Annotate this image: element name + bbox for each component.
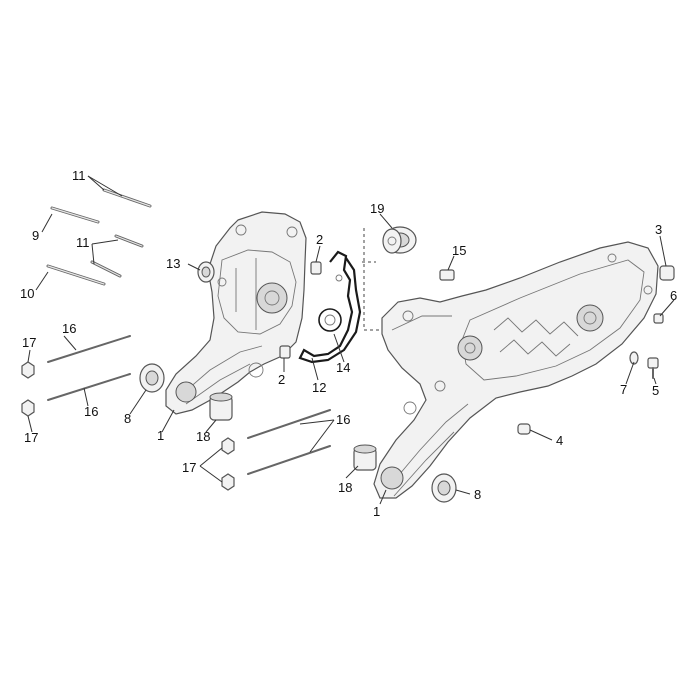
callout-16: 16: [336, 412, 350, 427]
pin-6: [653, 313, 664, 324]
clip-15: [439, 269, 455, 281]
callout-15: 15: [452, 243, 466, 258]
bolts-9-10-11: [46, 188, 152, 286]
callout-16: 16: [84, 404, 98, 419]
right-crankcase-half: [373, 241, 659, 499]
washer-7: [629, 351, 639, 365]
callout-13: 13: [166, 256, 180, 271]
callout-2: 2: [278, 372, 285, 387]
callout-18: 18: [196, 429, 210, 444]
crankcase-gasket: [298, 250, 362, 364]
callout-17: 17: [182, 460, 196, 475]
callout-4: 4: [556, 433, 563, 448]
callout-5: 5: [652, 383, 659, 398]
nuts-17: [21, 361, 235, 491]
callout-9: 9: [32, 228, 39, 243]
callout-10: 10: [20, 286, 34, 301]
callout-14: 14: [336, 360, 350, 375]
plug-4: [517, 423, 531, 435]
callout-8: 8: [474, 487, 481, 502]
callout-18: 18: [338, 480, 352, 495]
left-crankcase-half: [165, 211, 307, 415]
callout-1: 1: [373, 504, 380, 519]
leader-lines: [27, 175, 675, 505]
callout-11: 11: [76, 235, 90, 250]
screw-5: [647, 357, 659, 379]
callout-16: 16: [62, 321, 76, 336]
bearing-19: [382, 226, 417, 254]
alignment-lines: [362, 228, 380, 331]
callout-19: 19: [370, 201, 384, 216]
callout-6: 6: [670, 288, 677, 303]
callout-8: 8: [124, 411, 131, 426]
oil-seal-right: [431, 473, 457, 503]
plug-3: [659, 265, 675, 281]
oil-seal-13: [197, 261, 215, 283]
callout-17: 17: [22, 335, 36, 350]
studs-16: [47, 335, 331, 475]
callout-3: 3: [655, 222, 662, 237]
callout-11: 11: [72, 168, 86, 183]
dowel-pins-2: [279, 261, 322, 359]
callout-17: 17: [24, 430, 38, 445]
callout-7: 7: [620, 382, 627, 397]
callout-12: 12: [312, 380, 326, 395]
bushing-18-left: [209, 392, 233, 421]
oil-seal-left: [139, 363, 165, 393]
bushing-18-right: [353, 444, 377, 471]
callout-labels: 11 9 11 10 13 2 19 15 3 6 17 16 8 1 2 12…: [20, 168, 677, 519]
callout-1: 1: [157, 428, 164, 443]
callout-2: 2: [316, 232, 323, 247]
